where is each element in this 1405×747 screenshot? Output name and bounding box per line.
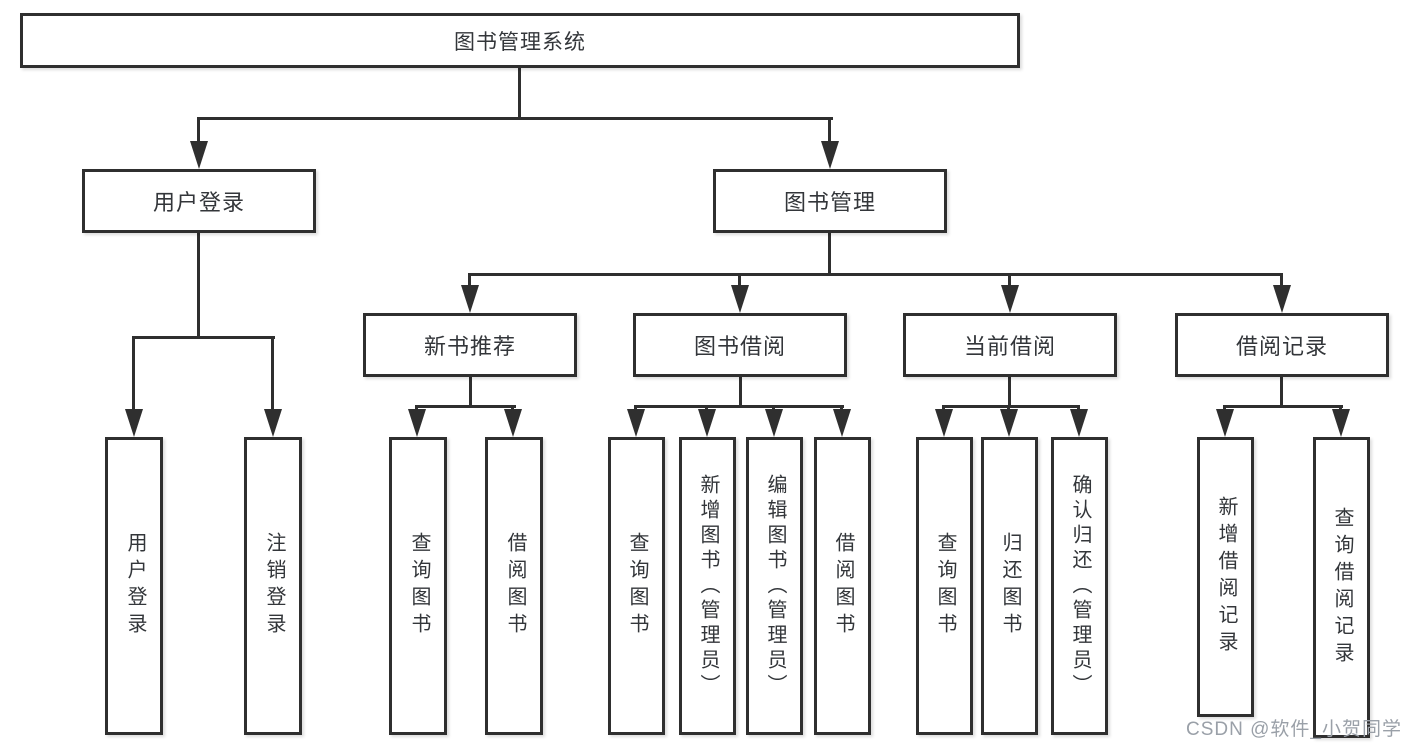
node-borrow-records: 借阅记录 (1175, 313, 1389, 377)
arrow-to-borrow-records (1273, 273, 1291, 313)
arrow-to-book-borrow (731, 273, 749, 313)
arrow-to-new-books (461, 273, 479, 313)
leaf-query-books: 查询图书 (916, 437, 973, 735)
connector-line (1224, 405, 1343, 408)
node-new-books: 新书推荐 (363, 313, 577, 377)
connector-line (828, 231, 831, 275)
arrow-to-leaf (125, 336, 143, 437)
leaf-borrow-books: 借阅图书 (485, 437, 543, 735)
arrow-to-current-borrow (1001, 273, 1019, 313)
leaf-query-books: 查询图书 (389, 437, 447, 735)
leaf-query-books: 查询图书 (608, 437, 665, 735)
connector-line (133, 336, 275, 339)
leaf-user-login: 用户登录 (105, 437, 163, 735)
connector-line (518, 66, 521, 119)
node-book-mgmt: 图书管理 (713, 169, 947, 233)
node-book-borrow: 图书借阅 (633, 313, 847, 377)
watermark: CSDN @软件_小贺同学 (1186, 719, 1402, 740)
arrow-to-leaf (698, 405, 716, 437)
connector-line (469, 375, 472, 407)
leaf-logout: 注销登录 (244, 437, 302, 735)
leaf-confirm-return-admin: 确认归还（管理员） (1051, 437, 1108, 735)
arrow-to-leaf (935, 405, 953, 437)
arrow-to-leaf (765, 405, 783, 437)
arrow-to-leaf (1070, 405, 1088, 437)
connector-line (197, 231, 200, 338)
connector-line (416, 405, 516, 408)
leaf-return-books: 归还图书 (981, 437, 1038, 735)
arrow-to-leaf (1000, 405, 1018, 437)
leaf-add-books-admin: 新增图书（管理员） (679, 437, 736, 735)
connector-line (1008, 375, 1011, 407)
connector-line (197, 117, 833, 120)
arrow-to-leaf (833, 405, 851, 437)
arrow-to-leaf (264, 336, 282, 437)
leaf-query-borrow-record: 查询借阅记录 (1313, 437, 1370, 738)
connector-line (469, 273, 1283, 276)
connector-line (943, 405, 1080, 408)
arrow-to-leaf (408, 405, 426, 437)
arrow-to-leaf (1216, 405, 1234, 437)
connector-line (739, 375, 742, 407)
arrow-to-user-login (190, 117, 208, 169)
arrow-to-leaf (1332, 405, 1350, 437)
connector-line (1280, 375, 1283, 407)
node-user-login: 用户登录 (82, 169, 316, 233)
arrow-to-leaf (504, 405, 522, 437)
node-library-system: 图书管理系统 (20, 13, 1020, 68)
arrow-to-book-mgmt (821, 117, 839, 169)
leaf-edit-books-admin: 编辑图书（管理员） (746, 437, 803, 735)
leaf-add-borrow-record: 新增借阅记录 (1197, 437, 1254, 717)
node-current-borrow: 当前借阅 (903, 313, 1117, 377)
connector-line (635, 405, 844, 408)
leaf-borrow-books: 借阅图书 (814, 437, 871, 735)
arrow-to-leaf (627, 405, 645, 437)
